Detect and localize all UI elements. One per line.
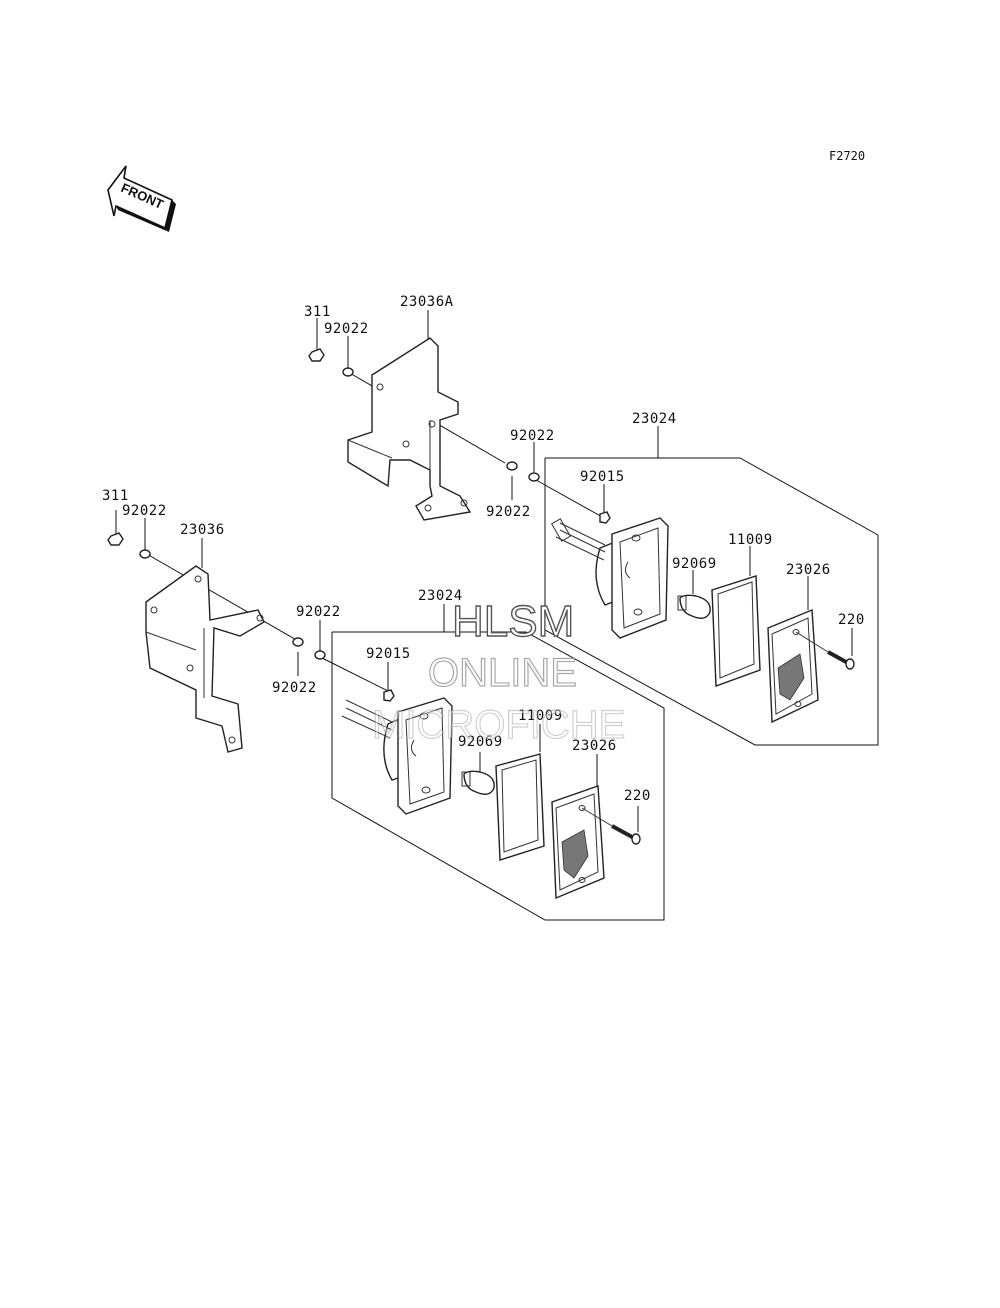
- gasket-11009-upper: [711, 575, 761, 687]
- screw-220-upper: [795, 631, 855, 670]
- label-23036: 23036: [180, 522, 225, 538]
- washer-92022-upper: [342, 367, 354, 377]
- nut-92015-upper: [599, 511, 611, 524]
- label-311-upper: 311: [304, 304, 331, 320]
- bracket-23036A: [347, 337, 472, 521]
- label-92022-upper-mid-bottom: 92022: [486, 504, 531, 520]
- label-92022-upper-mid-top: 92022: [510, 428, 555, 444]
- bulb-92069-lower: [461, 770, 495, 795]
- nut-311-upper: [308, 348, 325, 362]
- lamp-housing-upper: [550, 517, 669, 639]
- label-311-lower: 311: [102, 488, 129, 504]
- front-arrow-icon: FRONT: [107, 165, 176, 232]
- washer-92022-upper-mid-a: [506, 461, 518, 471]
- washer-92022-lower-mid-a: [292, 637, 304, 647]
- screw-220-lower: [581, 807, 641, 845]
- label-220-upper: 220: [838, 612, 865, 628]
- nut-311-lower: [107, 532, 124, 546]
- watermark-line1: HLSM: [452, 597, 574, 646]
- label-92022-lower-mid-top: 92022: [296, 604, 341, 620]
- label-92022-upper-nut: 92022: [324, 321, 369, 337]
- gasket-11009-lower: [495, 753, 545, 861]
- lower-leader-lines: [115, 510, 639, 832]
- label-11009-upper: 11009: [728, 532, 773, 548]
- label-23026-upper: 23026: [786, 562, 831, 578]
- figure-code: F2720: [829, 149, 865, 163]
- washer-92022-lower: [139, 549, 151, 559]
- label-92022-lower-mid-bottom: 92022: [272, 680, 317, 696]
- label-11009-lower: 11009: [518, 708, 563, 724]
- upper-assembly-outline: [544, 426, 879, 746]
- label-23024-lower: 23024: [418, 588, 463, 604]
- label-92069-lower: 92069: [458, 734, 503, 750]
- label-23026-lower: 23026: [572, 738, 617, 754]
- bulb-92069-upper: [677, 594, 711, 619]
- label-92015-upper: 92015: [580, 469, 625, 485]
- label-92015-lower: 92015: [366, 646, 411, 662]
- lens-23026-upper: [767, 608, 819, 724]
- label-220-lower: 220: [624, 788, 651, 804]
- watermark-line2: ONLINE: [428, 651, 577, 695]
- label-23024-upper: 23024: [632, 411, 677, 427]
- lens-23026-lower: [551, 785, 605, 900]
- washer-92022-upper-mid-b: [528, 472, 540, 482]
- nut-92015-lower: [383, 689, 395, 702]
- lower-assembly-outline: [331, 604, 665, 921]
- label-92069-upper: 92069: [672, 556, 717, 572]
- bracket-23036: [145, 565, 265, 753]
- watermark-line3: MICROFICHE: [372, 703, 625, 747]
- label-23036A: 23036A: [400, 294, 454, 310]
- lamp-housing-lower: [341, 697, 453, 815]
- washer-92022-lower-mid-b: [314, 650, 326, 660]
- watermark: HLSM ONLINE MICROFICHE: [371, 596, 626, 747]
- label-92022-lower-nut: 92022: [122, 503, 167, 519]
